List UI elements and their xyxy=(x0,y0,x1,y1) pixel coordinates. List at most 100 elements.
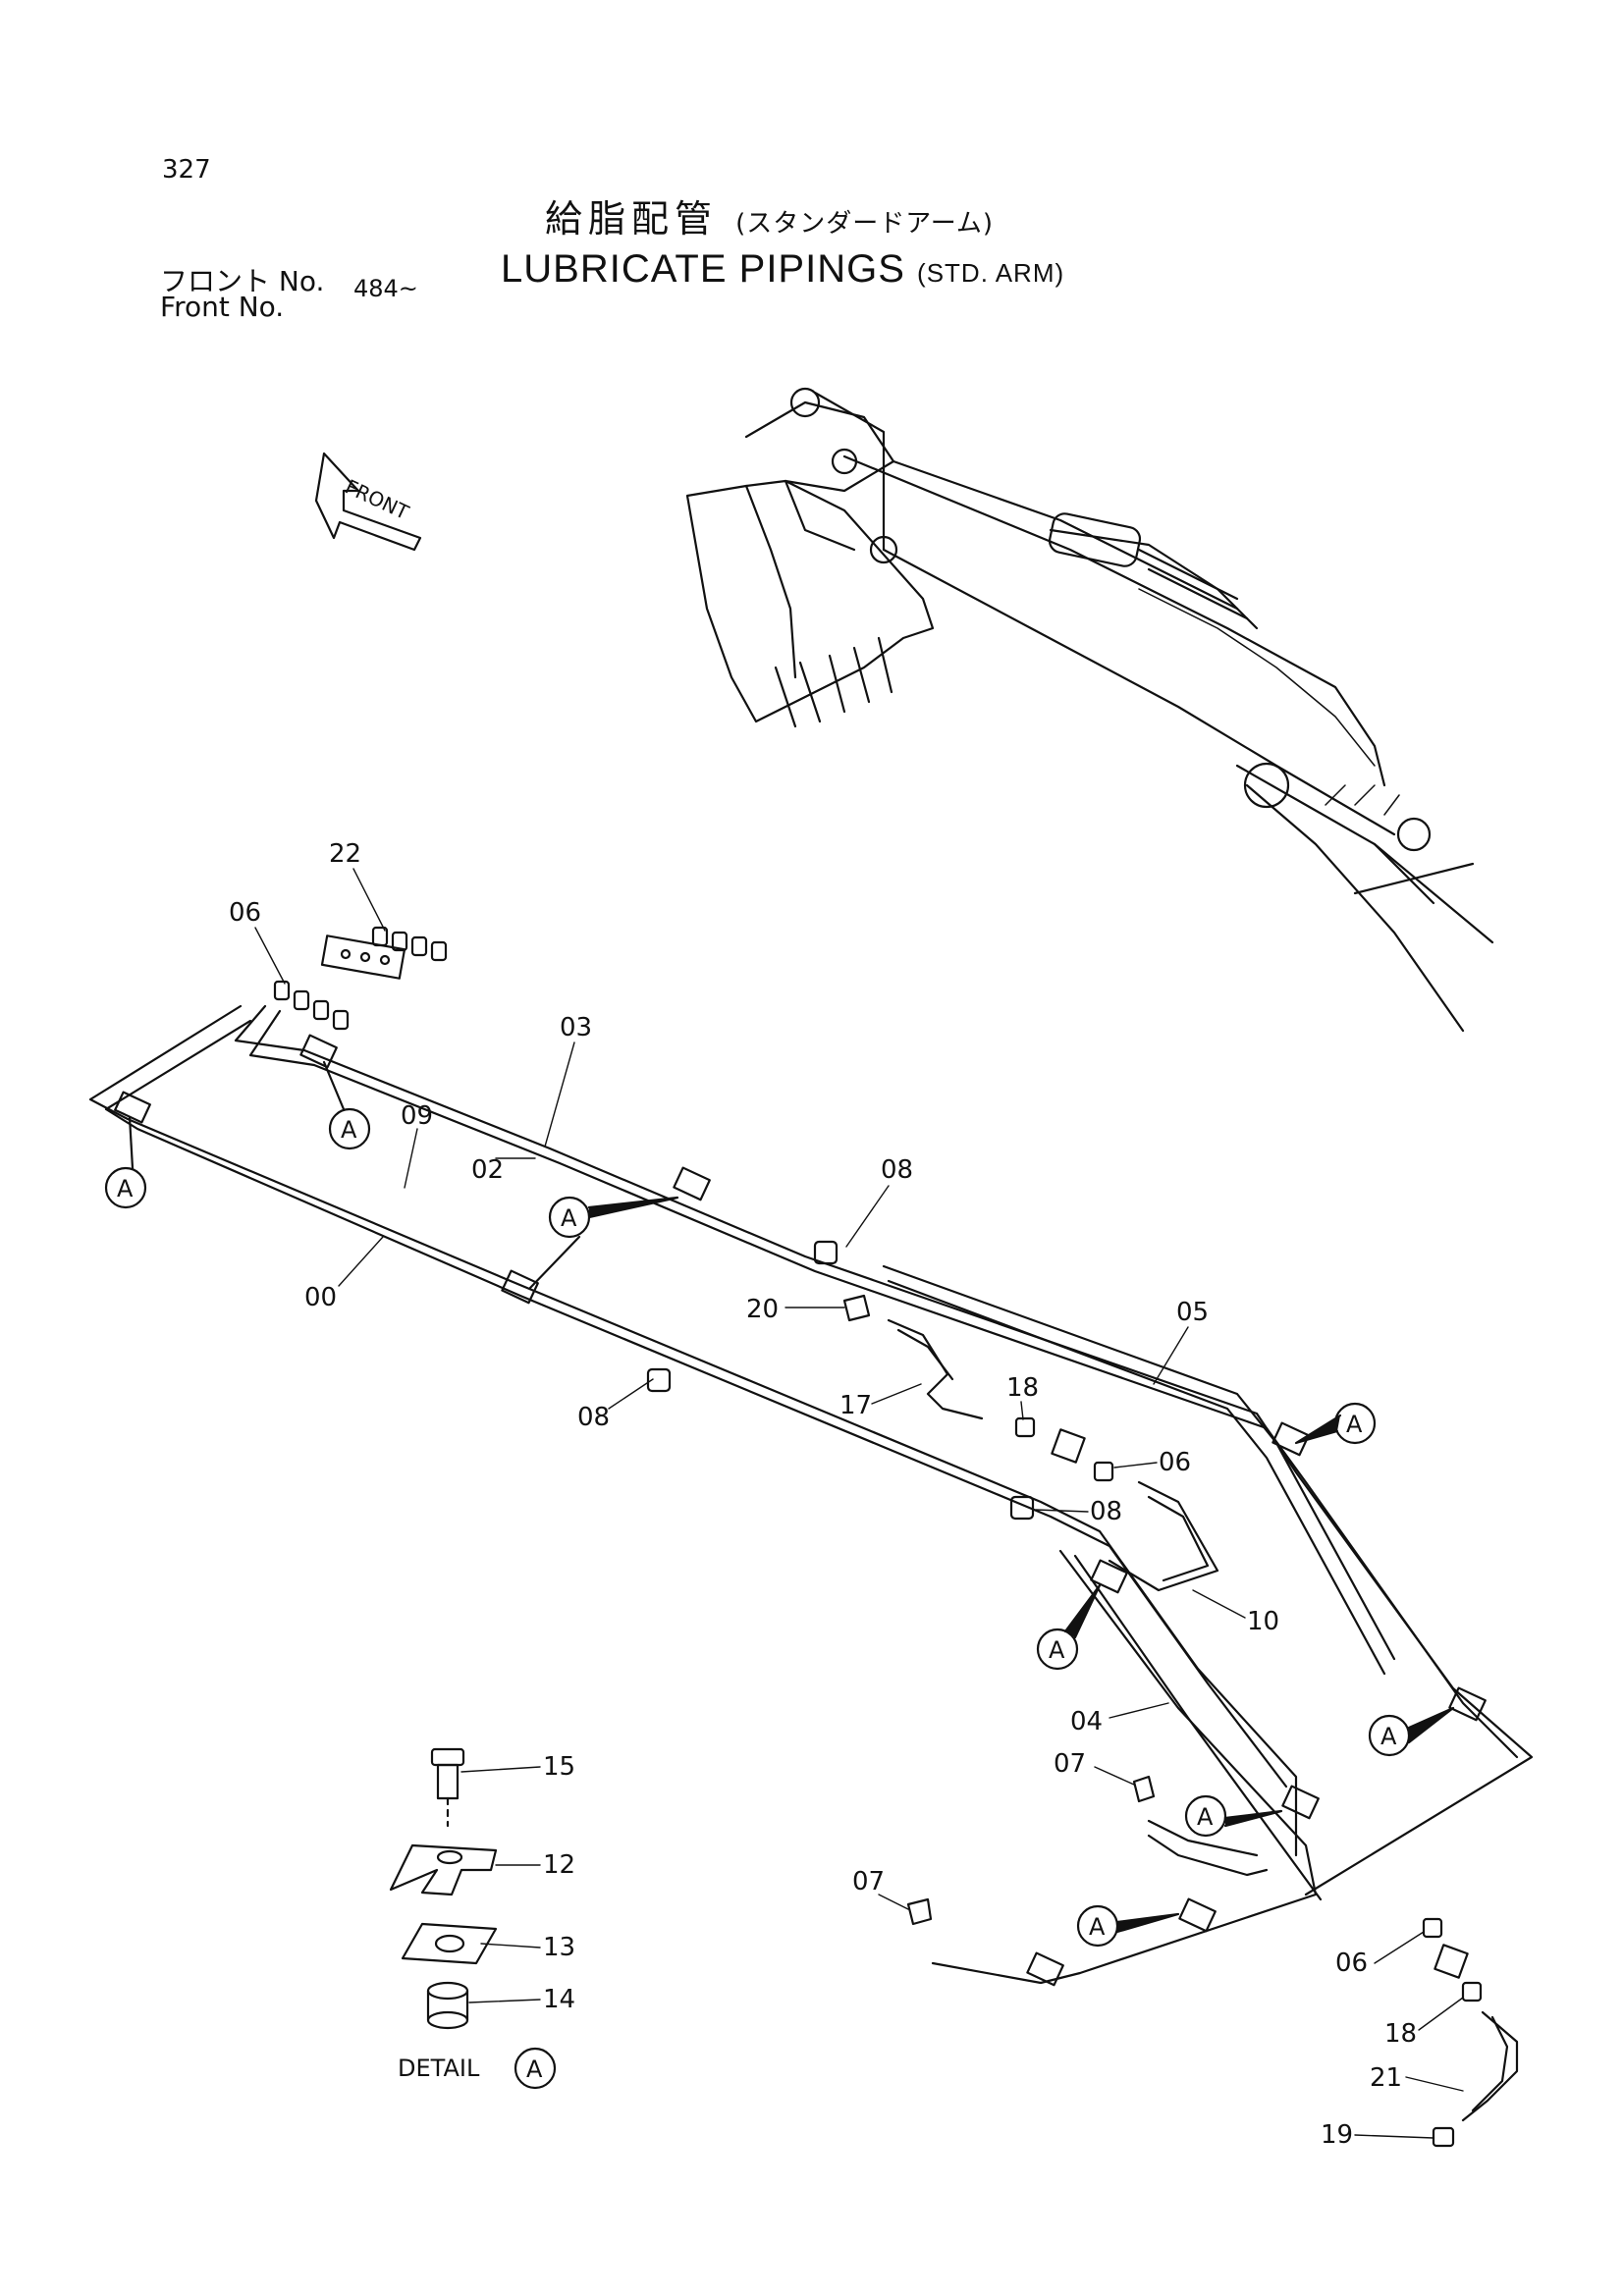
part-label-10: 10 xyxy=(1192,1589,1279,1636)
plate-13 xyxy=(401,1922,498,1965)
svg-text:06: 06 xyxy=(1335,1949,1368,1978)
part-label-18-lower: 18 xyxy=(1384,1997,1464,2049)
svg-text:06: 06 xyxy=(229,898,261,928)
part-label-04: 04 xyxy=(1070,1702,1169,1736)
bolt-15 xyxy=(430,1747,465,1828)
clamp-callout: A xyxy=(322,1060,371,1150)
elbow-07-right xyxy=(1132,1775,1156,1803)
part-label-19: 19 xyxy=(1321,2120,1434,2150)
grease-nipples-06-top xyxy=(273,980,350,1031)
svg-text:A: A xyxy=(1197,1803,1214,1831)
svg-text:21: 21 xyxy=(1370,2063,1402,2093)
part-label-03: 03 xyxy=(544,1013,592,1148)
part-label-05: 05 xyxy=(1153,1298,1209,1385)
svg-text:22: 22 xyxy=(329,839,361,869)
svg-text:18: 18 xyxy=(1006,1373,1039,1403)
part-label-02: 02 xyxy=(471,1155,536,1185)
clamp-callout: A xyxy=(1076,1904,1180,1948)
svg-text:05: 05 xyxy=(1176,1298,1209,1327)
clamp-callout: A xyxy=(104,1115,147,1209)
part-label-17: 17 xyxy=(839,1383,922,1420)
svg-text:A: A xyxy=(1089,1913,1106,1941)
front-arrow-label: FRONT xyxy=(342,474,413,524)
fitting-06-right xyxy=(1093,1461,1114,1482)
part-label-22: 22 xyxy=(329,839,386,932)
svg-text:A: A xyxy=(341,1116,357,1144)
svg-text:02: 02 xyxy=(471,1155,504,1185)
clamp-callout: A xyxy=(1036,1583,1102,1671)
fitting-19 xyxy=(1432,2126,1455,2148)
svg-text:06: 06 xyxy=(1159,1448,1191,1477)
page-number: 327 xyxy=(162,155,211,185)
fitting-06-lower xyxy=(1422,1917,1443,1939)
detail-label: DETAIL xyxy=(398,2055,480,2082)
part-label-20: 20 xyxy=(746,1295,845,1324)
part-label-15: 15 xyxy=(460,1752,575,1782)
piping-assembly xyxy=(88,1004,1534,2122)
svg-text:08: 08 xyxy=(1090,1497,1122,1526)
title-japanese: 給脂配管 (スタンダードアーム) xyxy=(545,188,994,242)
fitting-18-upper xyxy=(1014,1416,1036,1438)
svg-text:08: 08 xyxy=(577,1403,610,1432)
part-label-08-upper: 08 xyxy=(845,1155,913,1248)
svg-text:20: 20 xyxy=(746,1295,779,1324)
clamp-callout: A xyxy=(1294,1402,1377,1445)
title-english-main: LUBRICATE PIPINGS xyxy=(501,247,905,291)
grease-nipples-22 xyxy=(371,926,448,962)
part-label-09: 09 xyxy=(401,1101,433,1189)
svg-text:A: A xyxy=(561,1204,577,1232)
fitting-20 xyxy=(842,1294,871,1322)
title-japanese-main: 給脂配管 xyxy=(545,197,719,240)
svg-text:15: 15 xyxy=(543,1752,575,1782)
excavator-arm-illustration xyxy=(685,387,1494,1033)
part-label-06-top: 06 xyxy=(229,898,286,985)
svg-text:04: 04 xyxy=(1070,1707,1103,1736)
svg-text:19: 19 xyxy=(1321,2120,1353,2150)
clamp-callout: A xyxy=(548,1196,679,1239)
clamp-callout: A xyxy=(1184,1794,1283,1838)
clamp-callout: A xyxy=(1368,1706,1455,1757)
spacer-14 xyxy=(426,1981,469,2030)
fitting-08-upper xyxy=(813,1240,839,1265)
front-arrow-icon: FRONT xyxy=(314,452,422,552)
svg-text:10: 10 xyxy=(1247,1607,1279,1636)
part-label-06-right: 06 xyxy=(1113,1448,1191,1477)
svg-text:A: A xyxy=(1380,1723,1397,1750)
part-label-06-lower: 06 xyxy=(1335,1931,1425,1978)
clamp-callout xyxy=(528,1235,581,1290)
title-english: LUBRICATE PIPINGS (STD. ARM) xyxy=(501,247,1064,292)
svg-text:18: 18 xyxy=(1384,2019,1417,2049)
svg-text:09: 09 xyxy=(401,1101,433,1131)
svg-text:A: A xyxy=(1346,1411,1363,1438)
svg-text:03: 03 xyxy=(560,1013,592,1042)
front-number-label-en: Front No. xyxy=(160,291,285,323)
svg-text:07: 07 xyxy=(852,1867,885,1896)
front-number-label-jp: フロント No. xyxy=(160,265,325,297)
svg-text:13: 13 xyxy=(543,1933,575,1962)
fittings xyxy=(114,926,1487,2148)
adapter-block-upper xyxy=(1051,1428,1086,1464)
part-label-18-upper: 18 xyxy=(1006,1373,1039,1420)
svg-text:07: 07 xyxy=(1054,1749,1086,1779)
detail-ref: A xyxy=(526,2056,543,2083)
detail-a-clamp: DETAIL A xyxy=(389,1747,557,2090)
svg-text:A: A xyxy=(117,1175,134,1202)
fitting-08-right xyxy=(1009,1495,1035,1521)
detail-ref-circle xyxy=(514,2047,557,2090)
svg-text:17: 17 xyxy=(839,1391,872,1420)
part-label-13: 13 xyxy=(480,1933,575,1962)
svg-text:12: 12 xyxy=(543,1850,575,1880)
part-label-00: 00 xyxy=(304,1236,384,1312)
part-label-12: 12 xyxy=(495,1850,575,1880)
part-label-07-left: 07 xyxy=(852,1867,909,1910)
clamp-12 xyxy=(389,1843,498,1896)
part-label-14: 14 xyxy=(468,1985,575,2014)
title-japanese-sub: (スタンダードアーム) xyxy=(735,209,995,239)
elbow-07-left xyxy=(906,1897,933,1926)
manifold-block xyxy=(320,934,406,980)
fitting-08-lower xyxy=(646,1367,672,1393)
svg-text:00: 00 xyxy=(304,1283,337,1312)
part-label-08-right: 08 xyxy=(1035,1497,1122,1526)
fitting-18-lower xyxy=(1461,1981,1483,2002)
